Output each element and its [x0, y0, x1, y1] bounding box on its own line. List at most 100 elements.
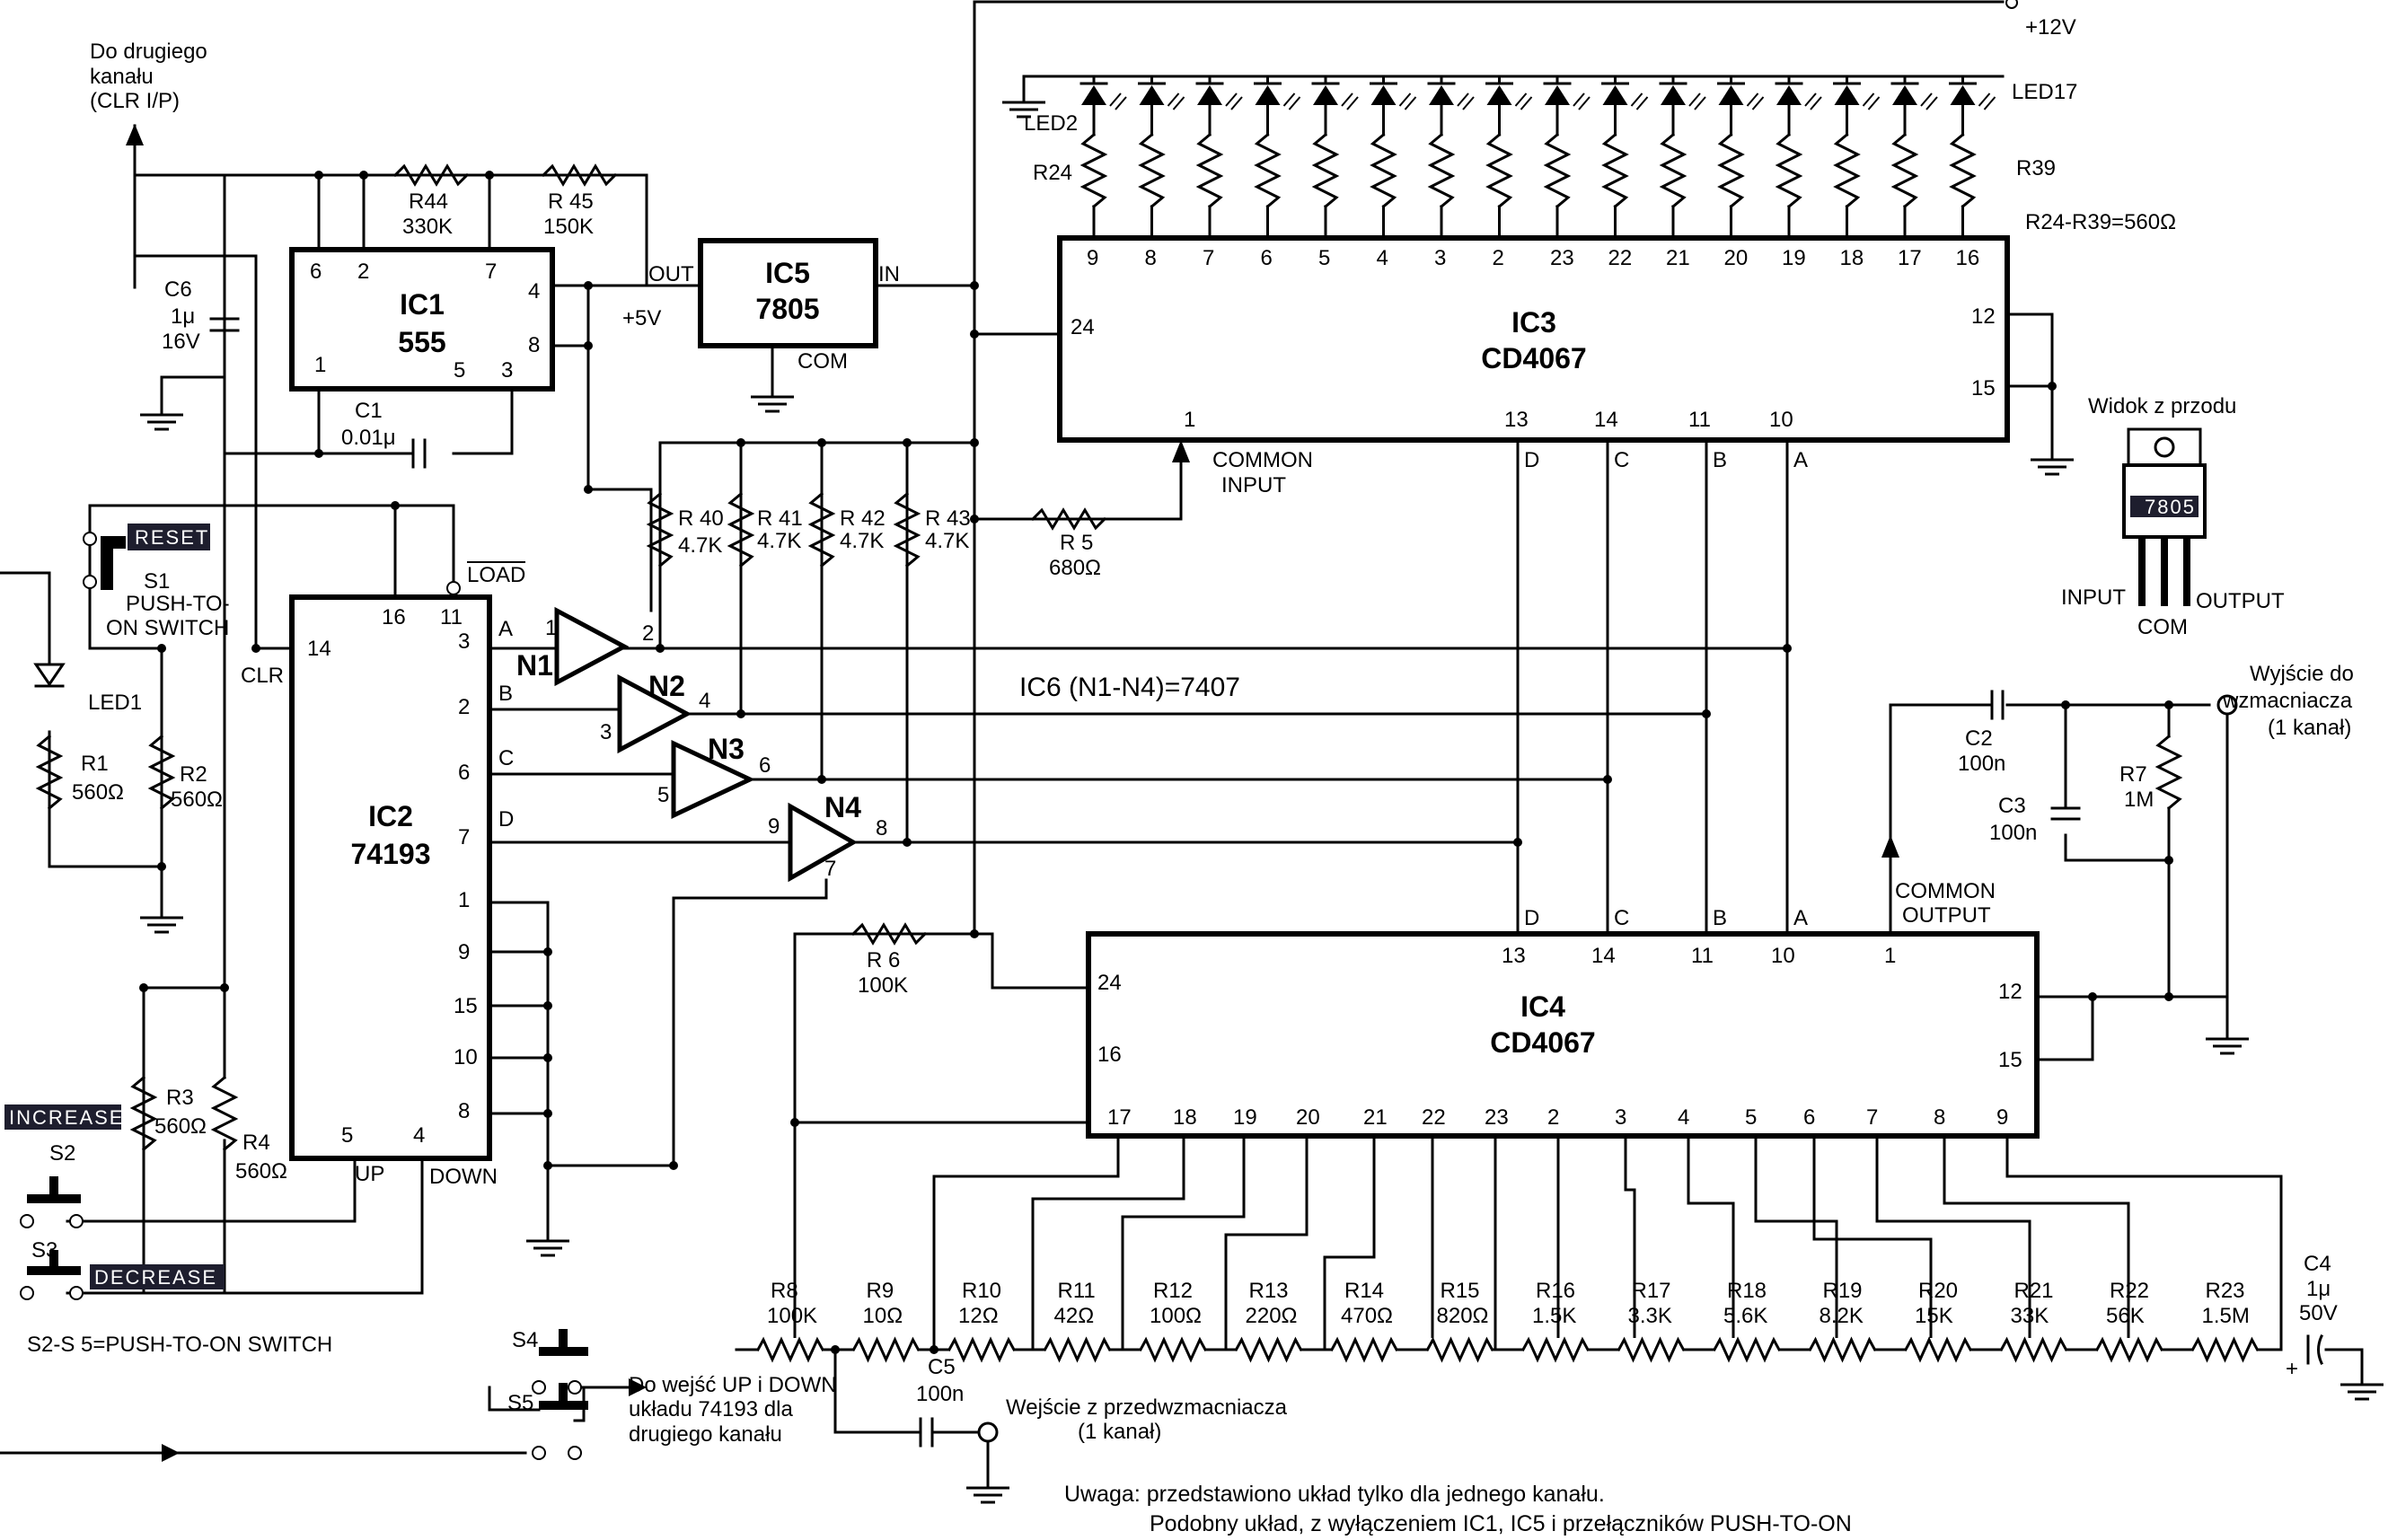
- svg-text:DECREASE: DECREASE: [94, 1266, 217, 1289]
- svg-text:Wyjście do: Wyjście do: [2250, 662, 2354, 686]
- gate-n3: N3 5 6: [657, 733, 771, 819]
- ladder-resistor-name: R22: [2110, 1279, 2149, 1303]
- svg-text:C: C: [498, 746, 514, 770]
- led-icon: [1892, 85, 1917, 105]
- svg-text:1μ: 1μ: [171, 304, 195, 329]
- svg-text:N4: N4: [824, 791, 861, 823]
- svg-text:S4: S4: [512, 1328, 538, 1352]
- led-channel: [1311, 75, 1359, 240]
- ic4-pin-label: 5: [1745, 1105, 1757, 1130]
- resistor-icon: [1601, 132, 1629, 209]
- ladder-resistor-value: 56K: [2106, 1304, 2145, 1328]
- led-channel: [1485, 75, 1533, 240]
- led-channel: [1890, 75, 1938, 240]
- led-icon: [1139, 85, 1165, 105]
- reset-switch: RESET S1 PUSH-TO- ON SWITCH: [83, 524, 230, 934]
- ladder-resistor-name: R8: [771, 1279, 798, 1303]
- svg-text:7: 7: [824, 857, 836, 881]
- svg-text:COMMON: COMMON: [1895, 879, 1996, 903]
- svg-text:4.7K: 4.7K: [757, 529, 801, 553]
- svg-text:4.7K: 4.7K: [840, 529, 884, 553]
- resistor-icon: [1543, 132, 1572, 209]
- svg-text:7805: 7805: [755, 293, 819, 325]
- svg-text:OUTPUT: OUTPUT: [2196, 589, 2285, 613]
- ic3-pin-label: 23: [1550, 246, 1574, 270]
- resistor-icon: [1659, 132, 1687, 209]
- svg-text:A: A: [1793, 906, 1808, 930]
- led-icon: [1255, 85, 1281, 105]
- ladder-resistor-value: 3.3K: [1628, 1304, 1672, 1328]
- svg-text:R7: R7: [2119, 762, 2147, 787]
- svg-text:C1: C1: [355, 399, 383, 423]
- svg-text:1: 1: [314, 353, 326, 377]
- capacitors: C6 1μ 16V C1 0.01μ C2 100n C3 100n C4 1μ…: [138, 250, 2385, 1504]
- resistor-icon: [1808, 1336, 1877, 1363]
- resistor-icon: [2190, 1336, 2260, 1363]
- svg-text:CLR: CLR: [241, 664, 284, 688]
- ic3-pin-label: 20: [1724, 246, 1749, 270]
- ladder-resistor-value: 1.5M: [2202, 1304, 2250, 1328]
- svg-text:C5: C5: [928, 1355, 956, 1379]
- svg-text:555: 555: [398, 326, 445, 358]
- svg-text:4.7K: 4.7K: [925, 529, 969, 553]
- ladder-resistor-name: R10: [962, 1279, 1001, 1303]
- svg-text:7805: 7805: [2145, 496, 2196, 518]
- svg-text:INPUT: INPUT: [2061, 585, 2126, 610]
- led-channel: [1370, 75, 1417, 240]
- ladder-resistor-name: R20: [1918, 1279, 1958, 1303]
- svg-text:ON SWITCH: ON SWITCH: [106, 616, 229, 640]
- svg-text:100n: 100n: [1989, 821, 2037, 845]
- svg-text:R4: R4: [242, 1131, 270, 1155]
- svg-text:LOAD: LOAD: [467, 563, 525, 587]
- ic3-pin-label: 9: [1087, 246, 1098, 270]
- svg-text:1: 1: [545, 616, 557, 640]
- svg-text:Podobny układ, z wyłączeniem I: Podobny układ, z wyłączeniem IC1, IC5 i …: [1150, 1511, 1852, 1536]
- svg-text:S2: S2: [49, 1141, 75, 1166]
- ladder-resistor-name: R13: [1249, 1279, 1289, 1303]
- svg-text:6: 6: [759, 753, 771, 778]
- led-icon: [1370, 85, 1397, 105]
- led-channel: [1543, 75, 1591, 240]
- svg-text:LED2: LED2: [1024, 111, 1078, 136]
- ladder-resistor-name: R23: [2206, 1279, 2245, 1303]
- discrete-resistors: R44 330K R 45 150K R 40 4.7K R 41 4.7K R…: [35, 163, 2183, 1184]
- svg-text:8: 8: [876, 816, 887, 840]
- svg-text:układu 74193 dla: układu 74193 dla: [629, 1397, 793, 1421]
- ic3-pin-label: 17: [1898, 246, 1922, 270]
- svg-text:14: 14: [1594, 408, 1618, 432]
- ic4-pin-label: 22: [1422, 1105, 1446, 1130]
- ladder-resistor-value: 8.2K: [1820, 1304, 1864, 1328]
- resistor-icon: [1999, 1336, 2068, 1363]
- ic3-pin-label: 7: [1203, 246, 1214, 270]
- svg-text:+12V: +12V: [2025, 15, 2076, 40]
- led-channel: [1427, 75, 1475, 240]
- resistor-icon: [1234, 1336, 1303, 1363]
- ic4-pin-label: 18: [1173, 1105, 1197, 1130]
- svg-text:C: C: [1614, 906, 1629, 930]
- ic4-pin-label: 4: [1678, 1105, 1689, 1130]
- ic4-pin-label: 3: [1615, 1105, 1626, 1130]
- svg-text:11: 11: [1691, 944, 1714, 968]
- resistor-icon: [755, 1336, 825, 1363]
- ladder-resistor-name: R12: [1153, 1279, 1193, 1303]
- svg-text:560Ω: 560Ω: [171, 788, 223, 812]
- ic3-pin-label: 6: [1261, 246, 1273, 270]
- svg-text:9: 9: [768, 814, 780, 839]
- resistor-icon: [1079, 132, 1108, 209]
- svg-text:+5V: +5V: [622, 306, 661, 330]
- gate-n4: N4 9 8 7: [768, 791, 887, 883]
- svg-text:R 43: R 43: [925, 506, 971, 531]
- svg-text:R44: R44: [409, 189, 448, 214]
- svg-text:100n: 100n: [916, 1382, 964, 1406]
- svg-text:IC1: IC1: [400, 288, 445, 321]
- svg-text:12: 12: [1971, 304, 1996, 329]
- ladder-resistor-value: 100K: [767, 1304, 817, 1328]
- ladder-resistor-name: R21: [2014, 1279, 2054, 1303]
- resistor-icon: [947, 1336, 1017, 1363]
